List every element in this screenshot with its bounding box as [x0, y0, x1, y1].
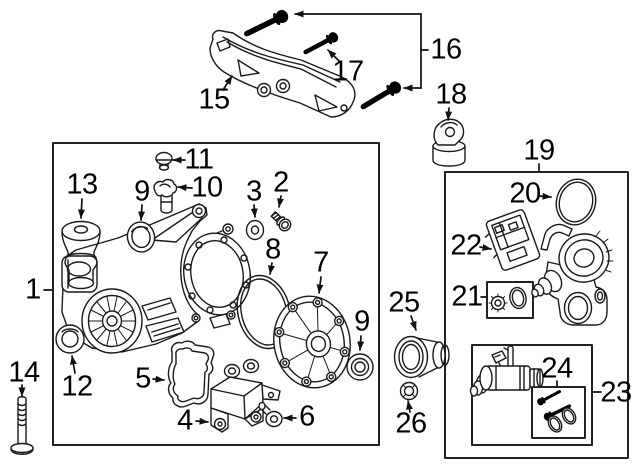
control-module-22 [484, 209, 541, 271]
callout-17: 17 [332, 55, 364, 88]
main-assembly-box [52, 142, 380, 446]
crossmember-15 [209, 29, 356, 118]
callout-19: 19 [523, 134, 555, 167]
cap-plug-11 [155, 151, 173, 171]
callout-4: 4 [177, 404, 193, 437]
seal-9-right [346, 353, 374, 381]
crossmember-bolt-a [241, 7, 291, 41]
callout-24: 24 [541, 352, 573, 385]
drain-plug-2 [270, 211, 292, 232]
callout-15: 15 [198, 83, 230, 116]
callout-13: 13 [66, 168, 98, 201]
callout-16: 16 [430, 33, 462, 66]
seal-12 [55, 324, 85, 354]
callout-8: 8 [265, 233, 281, 266]
seal-9-left [126, 221, 156, 253]
small-bolt-6 [258, 401, 283, 428]
support-bushing-13 [61, 220, 101, 290]
callout-9-left: 9 [134, 175, 150, 208]
vent-valve-18 [432, 118, 466, 167]
callout-3: 3 [246, 175, 262, 208]
callout-21: 21 [451, 280, 483, 313]
hardware-kit-box-24 [531, 386, 586, 439]
crossmember-bolt-c [357, 79, 404, 114]
callout-7: 7 [313, 246, 329, 279]
callout-9-right: 9 [354, 305, 370, 338]
kit-24-contents [535, 387, 577, 433]
callout-5: 5 [135, 362, 151, 395]
callout-22: 22 [450, 229, 482, 262]
gasket-5 [167, 340, 215, 408]
large-o-ring-20 [555, 178, 597, 226]
callout-18: 18 [435, 78, 467, 111]
lock-nut-26 [399, 381, 419, 401]
breather-plug-10 [153, 178, 178, 214]
rear-cover-7 [273, 295, 351, 389]
callout-1: 1 [25, 273, 41, 306]
pump-23 [469, 345, 544, 397]
callout-26: 26 [395, 407, 427, 440]
callout-20: 20 [509, 177, 541, 210]
washer-3 [245, 219, 265, 241]
coupling-assembly [531, 223, 614, 326]
flange-sleeve-25 [393, 335, 450, 379]
callout-11: 11 [184, 143, 214, 176]
differential-housing-1 [61, 203, 251, 354]
callout-25: 25 [388, 286, 420, 319]
kit-box-19 [444, 171, 629, 459]
seal-kit-21-contents [488, 286, 527, 313]
seal-kit-box-21 [486, 281, 534, 319]
callout-2: 2 [273, 166, 289, 199]
callout-12: 12 [61, 370, 93, 403]
callout-leaders [18, 10, 602, 425]
callout-10: 10 [191, 171, 223, 204]
callout-23: 23 [600, 376, 632, 409]
actuator-module-4 [210, 358, 281, 433]
callout-14: 14 [8, 356, 40, 389]
callout-6: 6 [299, 400, 315, 433]
crossmember-bolt-17 [301, 30, 341, 58]
long-stud-14 [10, 396, 34, 455]
